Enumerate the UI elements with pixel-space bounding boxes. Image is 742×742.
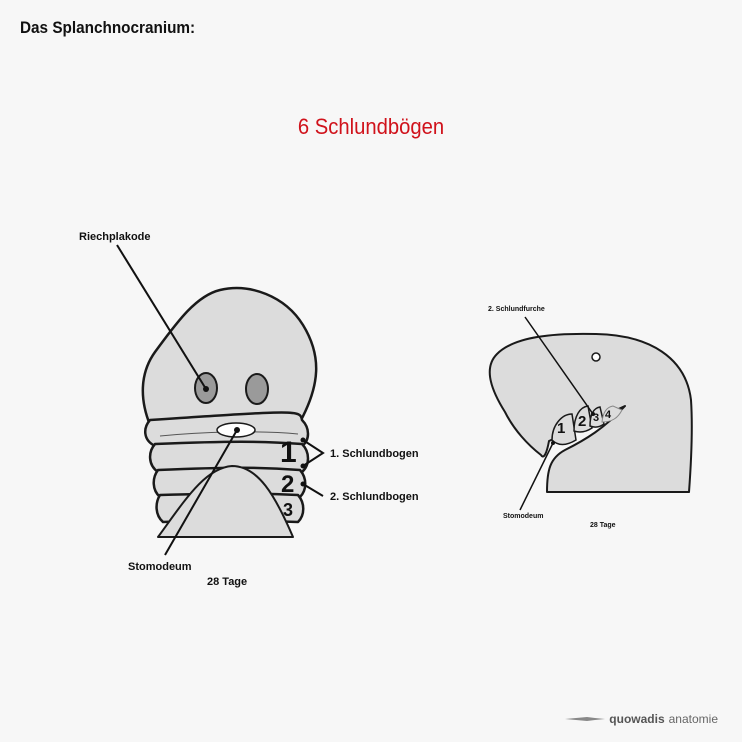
brand-logo: quowadis anatomie [565, 712, 718, 726]
side-optic-vesicle [591, 352, 601, 362]
front-leader-dots [203, 386, 306, 487]
label-schlundbogen-2: 2. Schlundbogen [330, 491, 419, 503]
label-schlundbogen-1: 1. Schlundbogen [330, 448, 419, 460]
side-arch-2 [573, 405, 593, 433]
side-leader-lines [519, 316, 594, 511]
scalpel-icon [565, 717, 606, 721]
brand-name-bold: quowadis [609, 712, 665, 726]
side-arch-number-1: 1 [557, 420, 565, 437]
front-arch-number-2: 2 [281, 471, 294, 498]
label-stomodeum-side: Stomodeum [503, 513, 543, 520]
label-age-side: 28 Tage [590, 522, 616, 529]
side-arch-number-2: 2 [578, 413, 586, 430]
embryo-head [141, 286, 318, 427]
front-arch-number-3: 3 [283, 500, 293, 520]
side-leader-dots [551, 412, 595, 445]
label-stomodeum-front: Stomodeum [128, 561, 192, 573]
side-arch-4 [601, 405, 623, 423]
front-view-embryo [141, 286, 318, 538]
side-view-embryo [488, 332, 693, 493]
heart-prominence [157, 465, 294, 538]
side-arch-number-3: 3 [593, 412, 599, 424]
front-leader-lines [116, 244, 325, 556]
page-title: Das Splanchnocranium: [20, 18, 196, 37]
side-embryo-body [488, 332, 693, 493]
nasal-placode-right [245, 373, 269, 405]
side-arch-number-4: 4 [605, 409, 612, 421]
label-age-front: 28 Tage [207, 576, 247, 588]
front-arch-number-1: 1 [280, 436, 297, 469]
label-riechplakode: Riechplakode [79, 231, 151, 243]
diagram-heading: 6 Schlundbögen [297, 114, 445, 139]
label-schlundfurche-2: 2. Schlundfurche [488, 306, 545, 313]
side-arch-3 [589, 406, 605, 428]
brand-name-light: anatomie [668, 712, 718, 726]
